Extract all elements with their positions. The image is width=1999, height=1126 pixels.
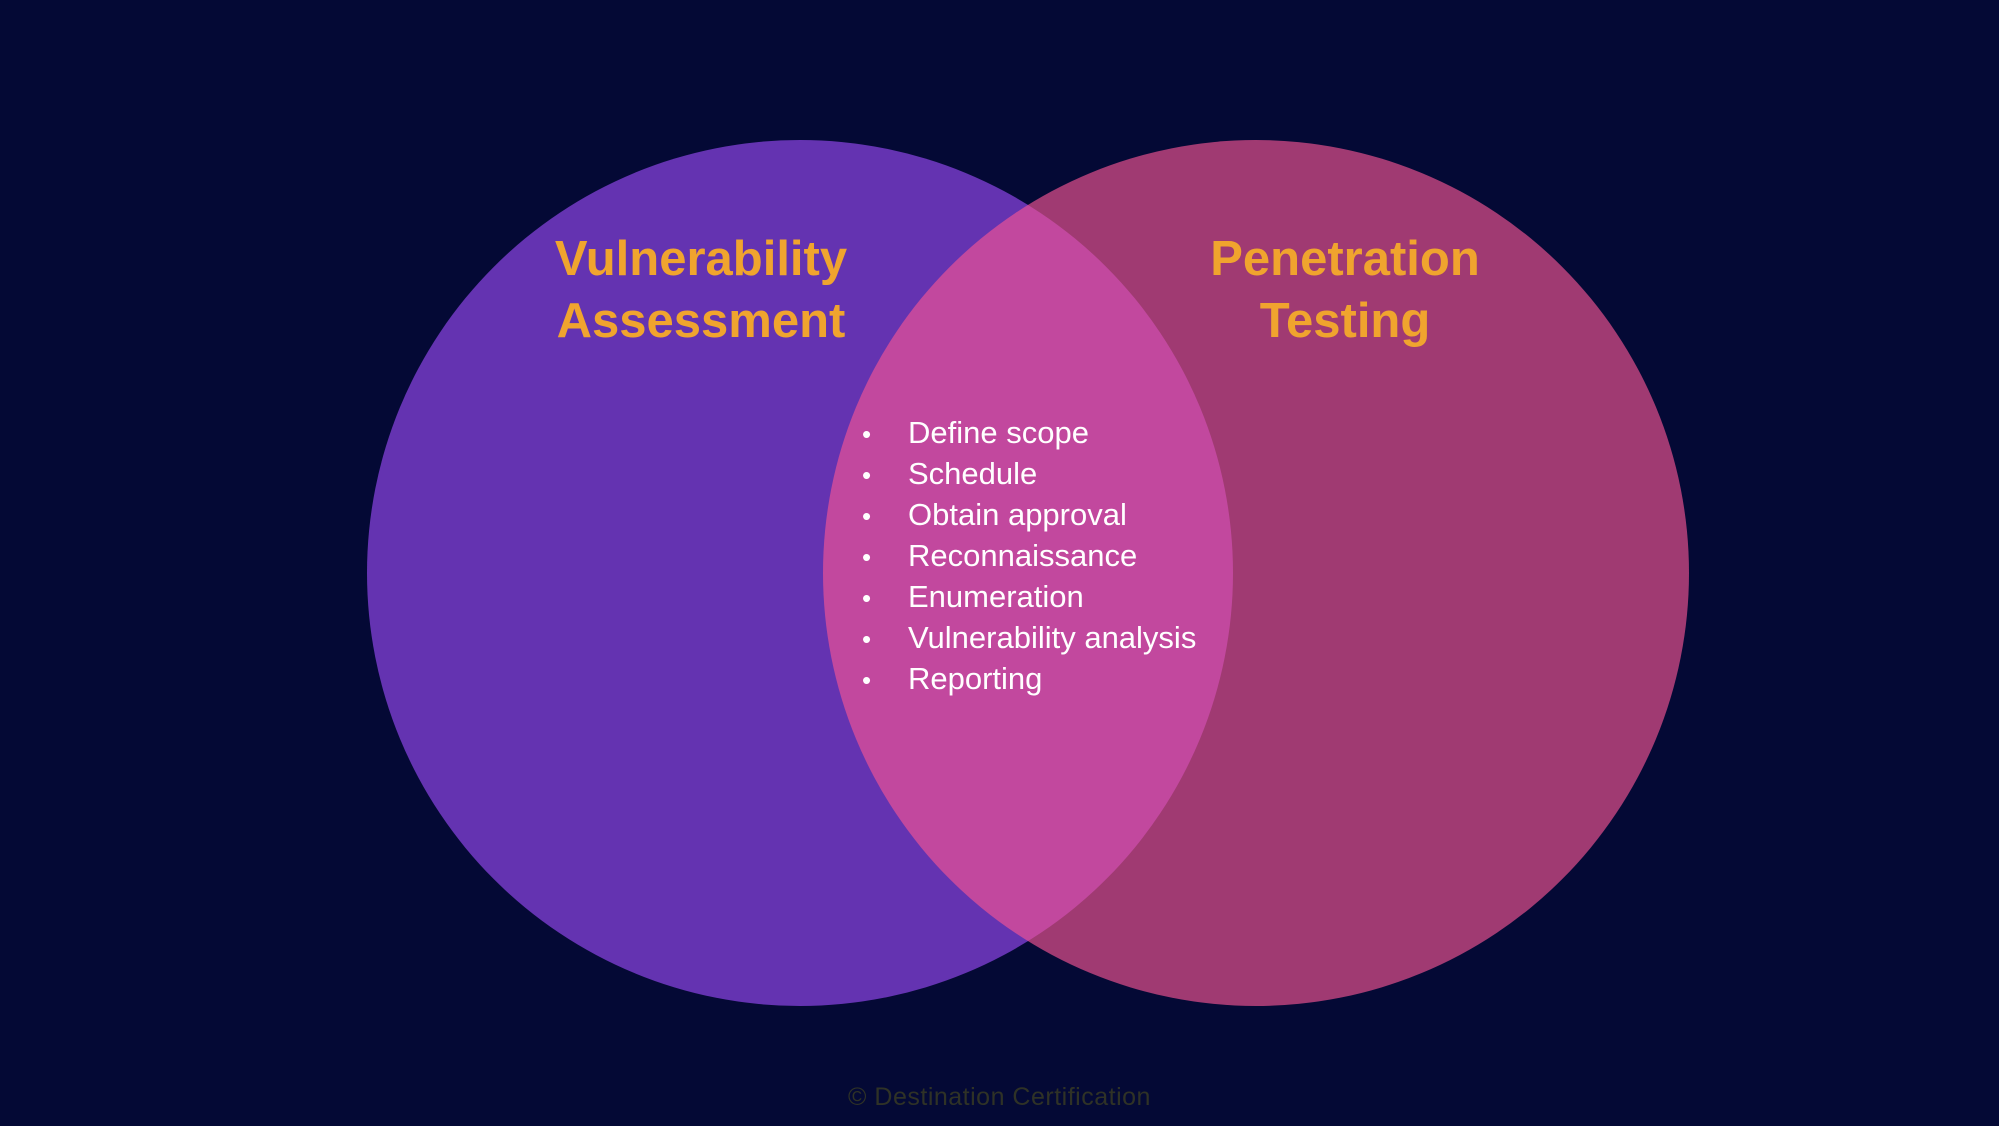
bullet-icon: • <box>862 419 872 449</box>
bullet-icon: • <box>862 542 872 572</box>
bullet-icon: • <box>862 501 872 531</box>
list-item-label: Enumeration <box>908 579 1084 614</box>
list-item: • Obtain approval <box>862 495 1196 536</box>
list-item-label: Obtain approval <box>908 497 1127 532</box>
copyright-watermark: © Destination Certification <box>848 1083 1151 1111</box>
list-item-label: Reconnaissance <box>908 538 1138 573</box>
bullet-icon: • <box>862 665 872 695</box>
bullet-icon: • <box>862 624 872 654</box>
list-item-label: Define scope <box>908 415 1089 450</box>
overlap-steps-list: • Define scope • Schedule • Obtain appro… <box>862 413 1196 700</box>
list-item: • Reconnaissance <box>862 536 1196 577</box>
list-item: • Vulnerability analysis <box>862 618 1196 659</box>
list-item-label: Vulnerability analysis <box>908 620 1197 655</box>
right-circle-title: Penetration Testing <box>1210 232 1480 348</box>
list-item: • Reporting <box>862 659 1196 700</box>
list-item-label: Schedule <box>908 456 1038 491</box>
penetration-testing-circle <box>823 140 1689 1006</box>
list-item-label: Reporting <box>908 661 1043 696</box>
bullet-icon: • <box>862 460 872 490</box>
left-circle-title: Vulnerability Assessment <box>554 232 848 348</box>
list-item: • Enumeration <box>862 577 1196 618</box>
bullet-icon: • <box>862 583 872 613</box>
list-item: • Define scope <box>862 413 1196 454</box>
list-item: • Schedule <box>862 454 1196 495</box>
